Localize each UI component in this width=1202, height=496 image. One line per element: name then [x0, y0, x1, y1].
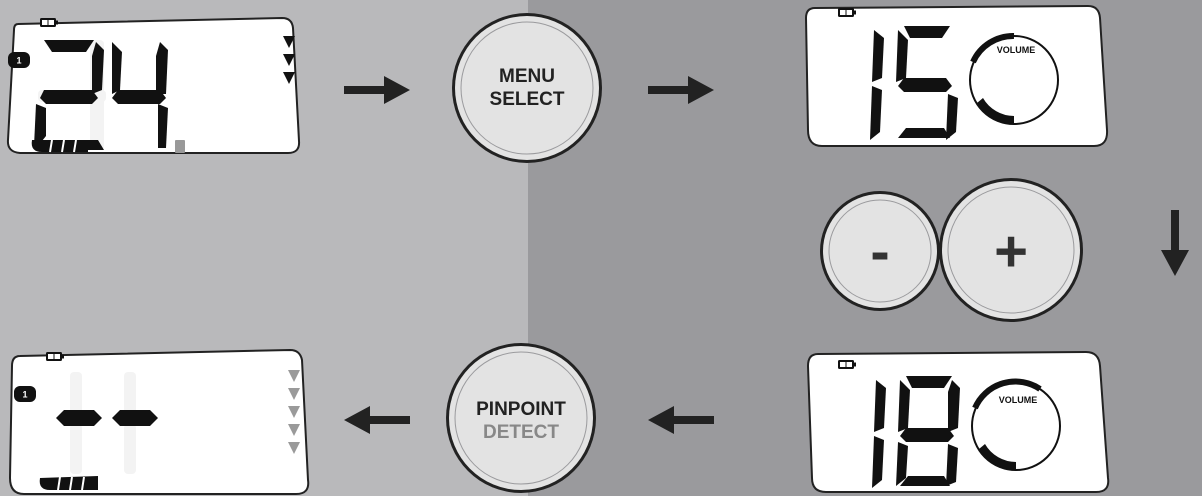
battery-icon	[838, 360, 856, 369]
battery-icon	[838, 8, 856, 17]
mode-badge	[14, 386, 36, 402]
volume-dial-icon: VOLUME	[971, 378, 1061, 471]
battery-icon	[46, 352, 64, 361]
plus-label: +	[994, 219, 1028, 284]
mode-number: 1	[22, 390, 27, 400]
menu-select-label-line1: MENU	[499, 66, 555, 87]
mode-number: 1	[16, 56, 21, 66]
menu-select-label-line2: SELECT	[490, 89, 565, 110]
battery-icon	[40, 18, 58, 27]
pinpoint-label: PINPOINT	[476, 399, 566, 420]
menu-select-button[interactable]: MENU SELECT	[452, 13, 602, 163]
minus-button[interactable]: -	[820, 191, 940, 311]
volume-label: VOLUME	[997, 45, 1036, 55]
digit-8	[896, 376, 960, 486]
digit-1	[870, 30, 884, 140]
dash-segments	[56, 410, 158, 426]
detect-label: DETECT	[483, 422, 559, 443]
digit-5	[896, 26, 958, 140]
lcd-screen-end: 1	[8, 348, 310, 495]
target-id-bar	[31, 139, 185, 153]
volume-dial-icon: VOLUME	[969, 32, 1059, 125]
target-id-bar	[39, 476, 98, 491]
mode-badge	[8, 52, 30, 68]
lcd-screen-start: 1	[6, 16, 301, 154]
lcd-screen-volume-default: VOLUME	[804, 4, 1109, 147]
digit-4	[112, 42, 168, 148]
minus-label: -	[870, 219, 889, 284]
volume-label: VOLUME	[999, 395, 1038, 405]
lcd-screen-volume-adjusted: VOLUME	[806, 350, 1110, 493]
plus-button[interactable]: +	[939, 178, 1083, 322]
pinpoint-detect-button[interactable]: PINPOINT DETECT	[446, 343, 596, 493]
digit-1	[872, 380, 886, 488]
